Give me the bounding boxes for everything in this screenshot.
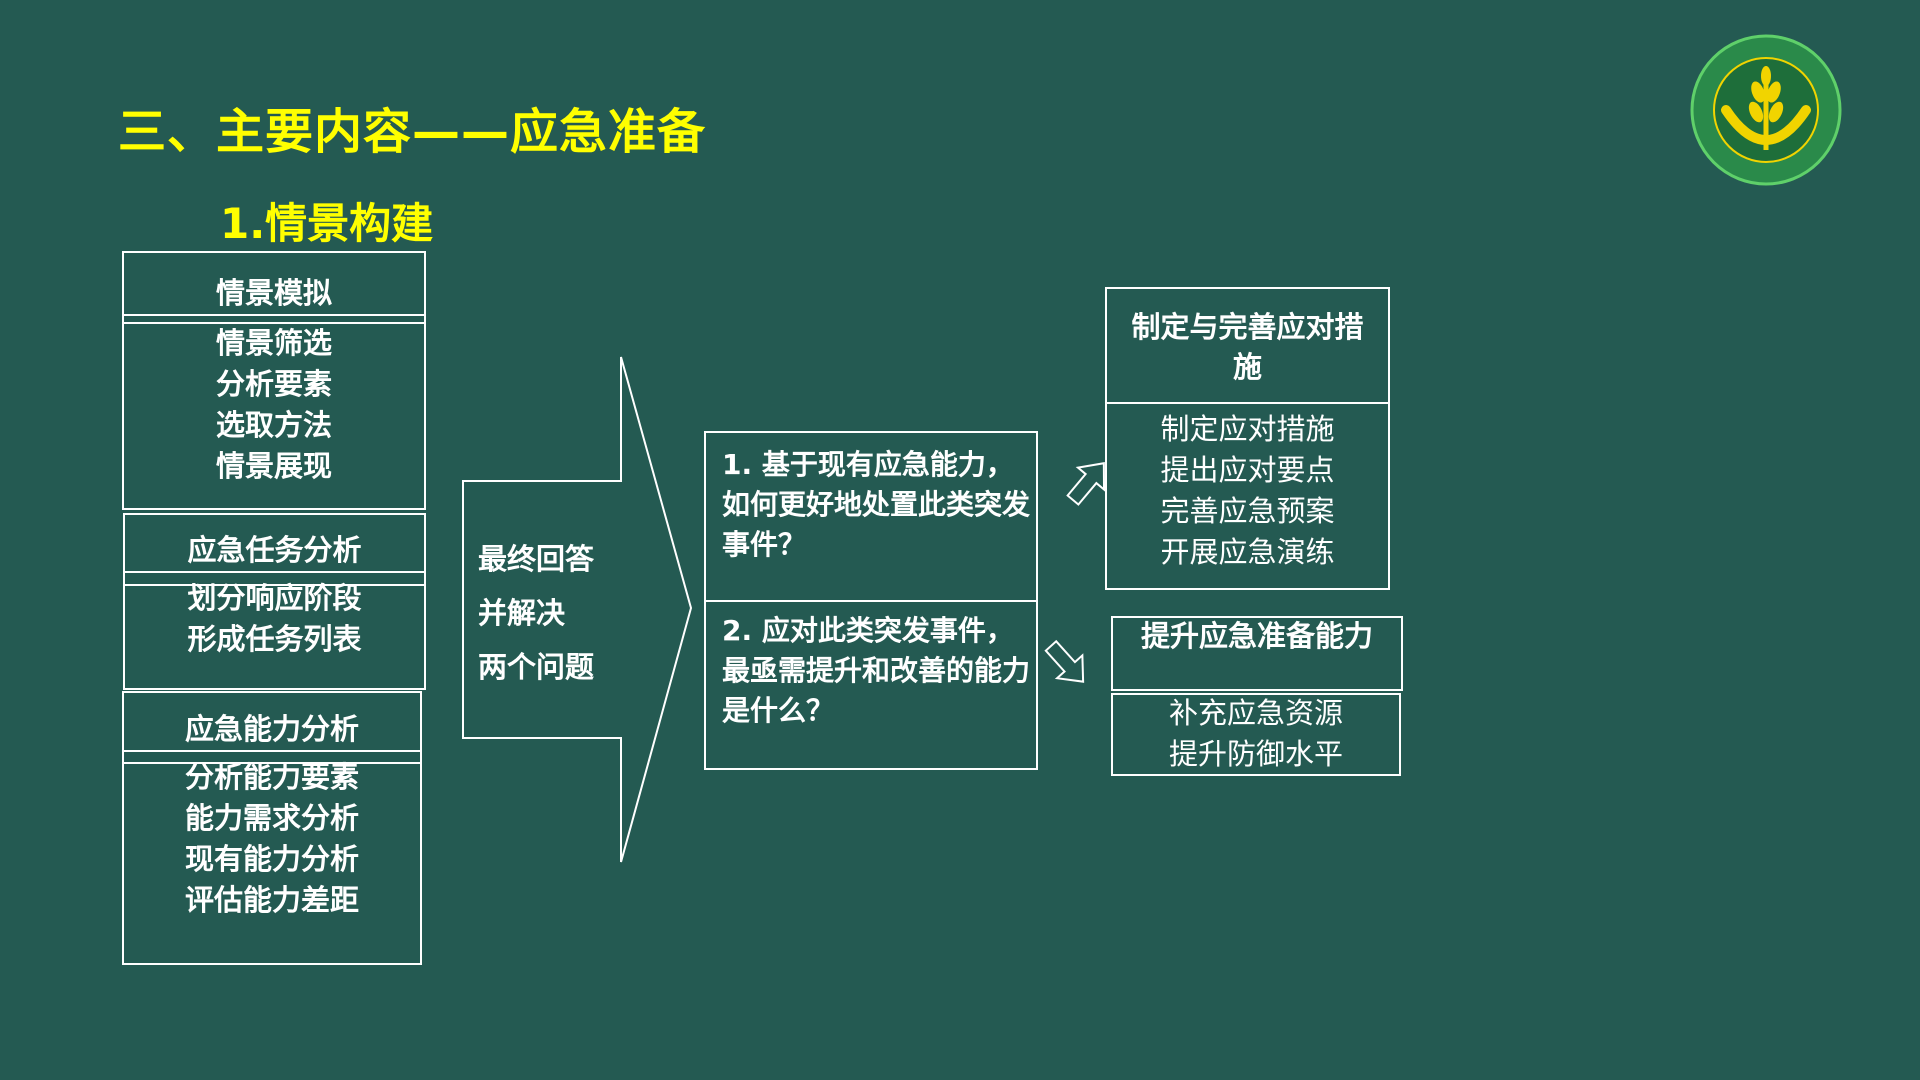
- capability-analysis-list: 分析能力要素 能力需求分析 现有能力分析 评估能力差距: [124, 757, 420, 921]
- ability-item: 补充应急资源: [1168, 696, 1343, 730]
- divider: [706, 600, 1036, 602]
- capability-item: 分析能力要素: [184, 760, 359, 794]
- measures-list: 制定应对措施 提出应对要点 完善应急预案 开展应急演练: [1107, 409, 1388, 573]
- ability-title-box: 提升应急准备能力: [1111, 616, 1403, 691]
- measures-item: 制定应对措施: [1160, 412, 1335, 446]
- capability-analysis-box: 应急能力分析 分析能力要素 能力需求分析 现有能力分析 评估能力差距: [122, 691, 422, 965]
- scenario-simulation-list: 情景筛选 分析要素 选取方法 情景展现: [124, 323, 424, 487]
- big-arrow-text: 最终回答 并解决 两个问题: [478, 532, 594, 694]
- scenario-item: 分析要素: [215, 367, 332, 401]
- arrow-text-line: 最终回答: [478, 542, 595, 576]
- task-analysis-box: 应急任务分析 划分响应阶段 形成任务列表: [123, 513, 426, 690]
- question-2: 2. 应对此类突发事件，最亟需提升和改善的能力是什么？: [722, 614, 1031, 727]
- scenario-simulation-title: 情景模拟: [215, 276, 332, 310]
- measures-item: 完善应急预案: [1160, 494, 1335, 528]
- task-analysis-title: 应急任务分析: [187, 533, 362, 567]
- capability-item: 现有能力分析: [184, 842, 359, 876]
- task-item: 形成任务列表: [187, 622, 362, 656]
- task-item: 划分响应阶段: [187, 581, 362, 615]
- scenario-item: 情景筛选: [215, 326, 332, 360]
- arrow-text-line: 并解决: [478, 596, 566, 630]
- ability-list: 补充应急资源 提升防御水平: [1113, 693, 1399, 775]
- measures-item: 提出应对要点: [1160, 453, 1335, 487]
- ability-title: 提升应急准备能力: [1140, 619, 1373, 653]
- wheat-emblem-logo: [1690, 34, 1842, 186]
- divider: [125, 571, 424, 573]
- divider: [124, 322, 424, 324]
- divider: [125, 584, 424, 586]
- divider: [124, 762, 420, 764]
- measures-title: 制定与完善应对措施: [1131, 310, 1364, 384]
- scenario-item: 选取方法: [215, 408, 332, 442]
- question-box: 1. 基于现有应急能力，如何更好地处置此类突发事件？ 2. 应对此类突发事件，最…: [704, 431, 1038, 770]
- big-arrow-shape: [462, 356, 693, 863]
- up-right-arrow-icon: [1066, 462, 1106, 506]
- divider: [124, 750, 420, 752]
- arrow-text-line: 两个问题: [478, 650, 595, 684]
- divider: [124, 314, 424, 316]
- measures-box: 制定与完善应对措施 制定应对措施 提出应对要点 完善应急预案 开展应急演练: [1105, 287, 1390, 590]
- section-subtitle: 1.情景构建: [220, 199, 434, 248]
- scenario-simulation-box: 情景模拟 情景筛选 分析要素 选取方法 情景展现: [122, 251, 426, 510]
- capability-item: 能力需求分析: [184, 801, 359, 835]
- divider: [1107, 402, 1388, 404]
- ability-item: 提升防御水平: [1168, 737, 1343, 771]
- capability-analysis-title: 应急能力分析: [184, 712, 359, 746]
- ability-list-box: 补充应急资源 提升防御水平: [1111, 693, 1401, 776]
- scenario-item: 情景展现: [215, 449, 332, 483]
- measures-item: 开展应急演练: [1160, 535, 1335, 569]
- question-1: 1. 基于现有应急能力，如何更好地处置此类突发事件？: [722, 448, 1031, 561]
- task-analysis-list: 划分响应阶段 形成任务列表: [125, 578, 424, 660]
- capability-item: 评估能力差距: [184, 883, 359, 917]
- page-title: 三、主要内容——应急准备: [118, 104, 707, 160]
- down-right-arrow-icon: [1044, 639, 1085, 683]
